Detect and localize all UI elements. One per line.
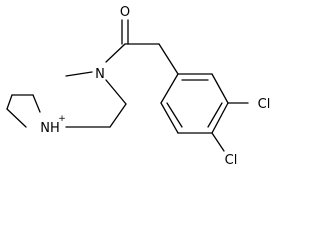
- carbonyl-double-bond: [121, 19, 129, 45]
- benzene-ring: [160, 73, 229, 134]
- bond-n-to-ch2: [105, 79, 127, 105]
- chlorine-4-label: Cl: [225, 153, 238, 168]
- bond-ethylene: [109, 103, 127, 128]
- bond-carbonyl-to-amide-n: [105, 43, 126, 63]
- chlorine-3-label: Cl: [258, 97, 271, 112]
- bond-ch2-to-ring: [158, 43, 179, 75]
- pyrrolidinium-ring: [6, 94, 41, 128]
- bond-n-methyl: [65, 71, 93, 77]
- structure-diagram: O N NH + Cl Cl: [6, 5, 271, 168]
- bond-ring-to-cl-4: [211, 132, 225, 152]
- positive-charge-label: +: [58, 114, 66, 124]
- amide-nitrogen-label: N: [95, 67, 105, 82]
- carbonyl-oxygen-label: O: [120, 5, 130, 20]
- pyrrolidinium-nitrogen-label: NH: [40, 121, 60, 136]
